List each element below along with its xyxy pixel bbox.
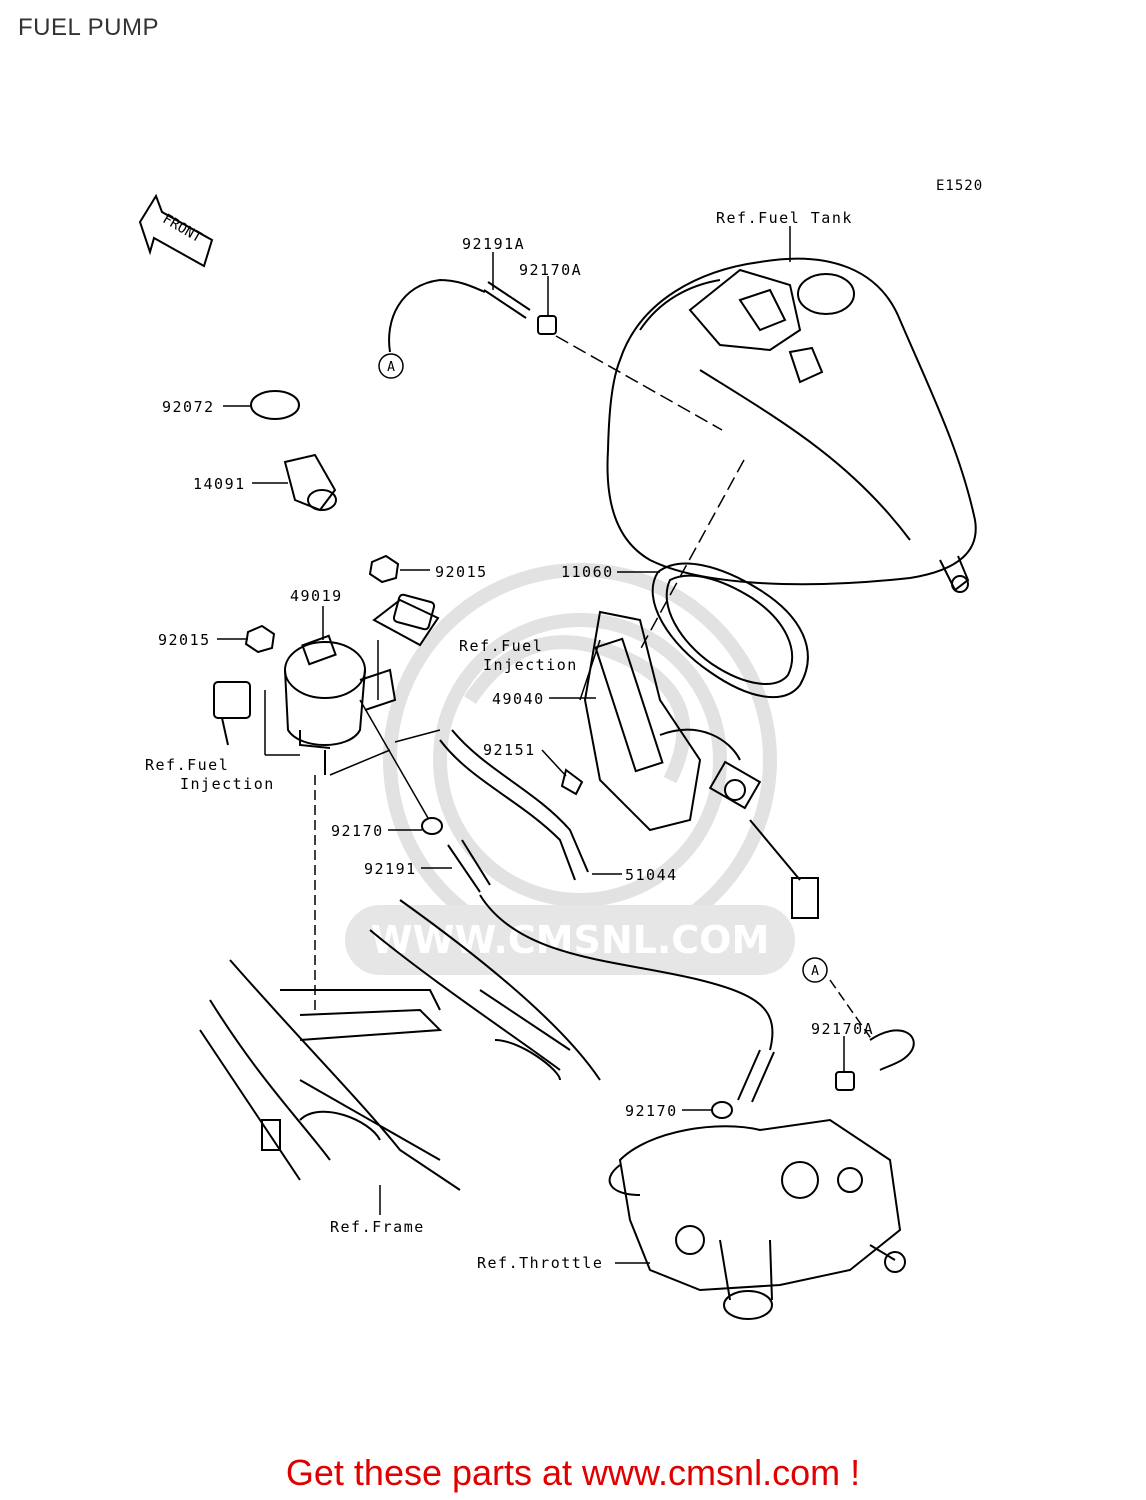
ref-marker-A-top: A (378, 353, 404, 379)
label-ref-fuel-injection-right-1: Ref.Fuel (459, 637, 543, 655)
label-92191: 92191 (364, 860, 417, 878)
bolt-92151 (560, 768, 584, 796)
watermark-banner (345, 905, 795, 975)
pressure-regulator (284, 634, 397, 775)
label-ref-throttle: Ref.Throttle (477, 1254, 603, 1272)
page-title: FUEL PUMP (18, 14, 159, 41)
label-ref-frame: Ref.Frame (330, 1218, 425, 1236)
parts-diagram: WWW.CMSNL.COM FRONT E1520 (138, 178, 983, 1320)
nut-92015-top (368, 554, 400, 584)
clamp-92072 (250, 390, 300, 420)
label-92170A-top: 92170A (519, 261, 582, 279)
ref-marker-A-top-label: A (387, 360, 395, 375)
diagram-code: E1520 (936, 178, 983, 194)
clamp-92170A-top (537, 315, 557, 335)
label-92151: 92151 (483, 741, 536, 759)
cap-14091 (283, 453, 337, 512)
watermark-logo (383, 563, 777, 957)
label-92015-left: 92015 (158, 631, 211, 649)
fuel-injection-sensor-left (213, 681, 251, 746)
watermark-text: WWW.CMSNL.COM (371, 918, 770, 962)
throttle-body (608, 1118, 906, 1320)
label-51044: 51044 (625, 866, 678, 884)
label-ref-fuel-injection-left-2: Injection (180, 775, 275, 793)
tank-gasket (651, 562, 809, 698)
clamp-92170-mid (421, 817, 443, 835)
label-49019: 49019 (290, 587, 343, 605)
leader-lines (217, 226, 873, 1264)
label-92072: 92072 (162, 398, 215, 416)
label-92191A: 92191A (462, 235, 525, 253)
label-ref-fuel-injection-right-2: Injection (483, 656, 578, 674)
fuel-tank (606, 257, 977, 593)
label-92170-bottom: 92170 (625, 1102, 678, 1120)
label-ref-fuel-tank: Ref.Fuel Tank (716, 209, 853, 227)
fuel-injection-sensor-right (372, 593, 440, 647)
hoses (388, 278, 915, 1103)
label-92015-top: 92015 (435, 563, 488, 581)
ref-marker-A-bottom-label: A (811, 964, 819, 979)
label-92170-mid: 92170 (331, 822, 384, 840)
label-11060: 11060 (561, 563, 614, 581)
label-49040: 49040 (492, 690, 545, 708)
front-arrow-icon: FRONT (138, 193, 214, 268)
label-92170A-bottom: 92170A (811, 1020, 874, 1038)
clamp-92170-bottom (711, 1101, 733, 1119)
label-14091: 14091 (193, 475, 246, 493)
promo-banner[interactable]: Get these parts at www.cmsnl.com ! (285, 1452, 861, 1493)
label-ref-fuel-injection-left-1: Ref.Fuel (145, 756, 229, 774)
nut-92015-left (244, 624, 276, 654)
ref-marker-A-bottom: A (802, 957, 828, 983)
clamp-92170A-bottom (835, 1071, 855, 1091)
frame (199, 899, 601, 1191)
fuel-pump (583, 610, 819, 919)
